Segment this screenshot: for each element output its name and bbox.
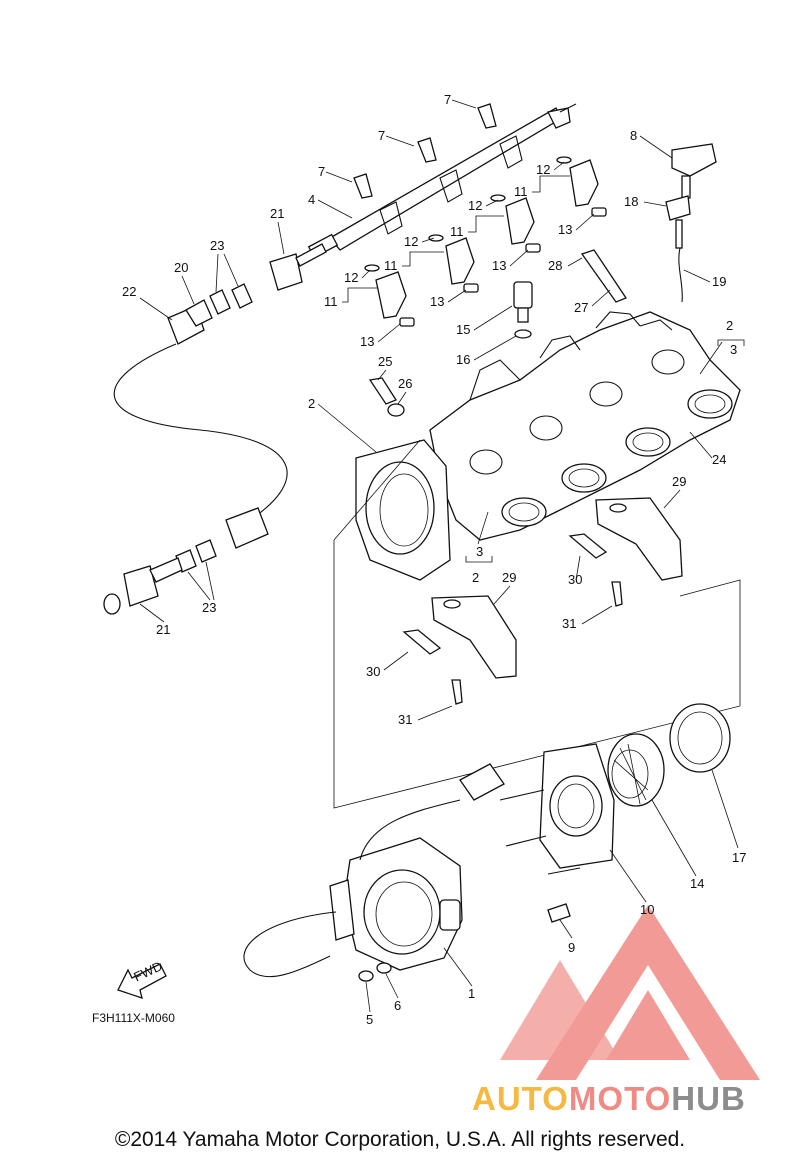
callout-11c: 11 — [384, 258, 398, 273]
callout-22: 22 — [122, 284, 136, 299]
boundary-lines — [333, 439, 741, 809]
callout-29b: 29 — [502, 570, 516, 585]
callout-16: 16 — [456, 352, 470, 367]
diagram-code: F3H111X-M060 — [92, 1011, 175, 1025]
callout-2a: 2 — [726, 318, 733, 333]
callout-23b: 23 — [202, 600, 216, 615]
callout-12b: 12 — [468, 198, 482, 213]
callout-13a: 13 — [558, 222, 572, 237]
callout-20: 20 — [174, 260, 188, 275]
callout-9: 9 — [568, 940, 575, 955]
callout-28: 28 — [548, 258, 562, 273]
callout-24: 24 — [712, 452, 726, 467]
callout-21b: 21 — [156, 622, 170, 637]
callout-2b: 2 — [308, 396, 315, 411]
bracket-bolts — [368, 377, 623, 705]
callout-13c: 13 — [430, 294, 444, 309]
callout-31b: 31 — [398, 712, 412, 727]
callout-13d: 13 — [360, 334, 374, 349]
watermark-wordmark: AUTOMOTOHUB — [472, 1080, 746, 1118]
callout-31a: 31 — [562, 616, 576, 631]
callout-30a: 30 — [568, 572, 582, 587]
callout-10: 10 — [640, 902, 654, 917]
spacer-plate — [499, 743, 615, 923]
brackets — [431, 497, 683, 679]
callout-7b: 7 — [378, 128, 385, 143]
callout-11d: 11 — [324, 294, 338, 309]
throttle-body — [243, 763, 505, 982]
temp-sensor — [513, 281, 533, 339]
watermark-part-auto: AUTO — [472, 1080, 569, 1117]
callout-12c: 12 — [404, 234, 418, 249]
callout-25: 25 — [378, 354, 392, 369]
callout-15: 15 — [456, 322, 470, 337]
callout-1: 1 — [468, 986, 475, 1001]
callout-27: 27 — [574, 300, 588, 315]
fuel-hose — [103, 243, 327, 615]
watermark-logo — [500, 905, 760, 1080]
callout-8: 8 — [630, 128, 637, 143]
callout-29a: 29 — [672, 474, 686, 489]
callout-11a: 11 — [514, 184, 528, 199]
callout-21a: 21 — [270, 206, 284, 221]
callout-2c: 2 — [472, 570, 479, 585]
callout-19: 19 — [712, 274, 726, 289]
injector-seals — [399, 207, 607, 327]
copyright-notice: ©2014 Yamaha Motor Corporation, U.S.A. A… — [114, 1128, 686, 1151]
callout-17: 17 — [732, 850, 746, 865]
callout-26: 26 — [398, 376, 412, 391]
intake-manifold — [429, 311, 741, 541]
fuel-injectors — [375, 159, 599, 319]
callout-18: 18 — [624, 194, 638, 209]
callout-3a: 3 — [730, 342, 737, 357]
callout-14: 14 — [690, 876, 704, 891]
callout-6: 6 — [394, 998, 401, 1013]
callout-11b: 11 — [450, 224, 464, 239]
map-sensor — [665, 143, 717, 303]
callout-12d: 12 — [344, 270, 358, 285]
callout-3b: 3 — [476, 544, 483, 559]
stud-bolt — [580, 249, 627, 303]
callout-4: 4 — [308, 192, 315, 207]
callout-5: 5 — [366, 1012, 373, 1027]
fwd-arrow: FWD — [117, 958, 167, 999]
manifold-flange — [355, 439, 451, 581]
watermark-part-hub: HUB — [671, 1080, 746, 1117]
callout-23a: 23 — [210, 238, 224, 253]
callout-13b: 13 — [492, 258, 506, 273]
callouts: 7 7 7 8 4 12 11 13 12 11 13 12 11 13 12 … — [122, 92, 746, 1027]
callout-7c: 7 — [318, 164, 325, 179]
rail-bolts — [353, 103, 497, 199]
rubber-sleeve — [669, 703, 731, 773]
callout-30b: 30 — [366, 664, 380, 679]
o-rings — [364, 156, 572, 272]
callout-7a: 7 — [444, 92, 451, 107]
intake-grid — [607, 733, 665, 807]
callout-12a: 12 — [536, 162, 550, 177]
watermark-part-moto: MOTO — [568, 1080, 672, 1117]
